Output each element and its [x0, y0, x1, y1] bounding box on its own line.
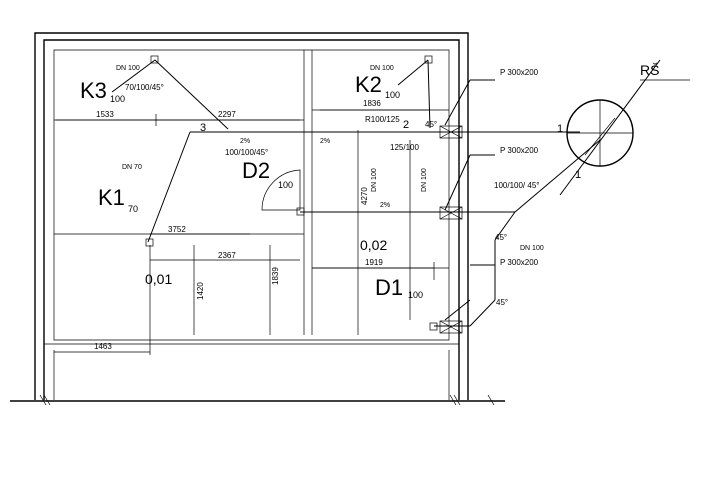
bend-k3: 70/100/45°: [125, 83, 164, 92]
k2-drain-marker: [424, 55, 433, 64]
dim-1839: 1839: [271, 267, 280, 285]
red-125-100: 125/100: [390, 143, 419, 152]
dim-2297: 2297: [218, 110, 236, 119]
dn100-v1: DN 100: [371, 168, 378, 192]
d1-drain-marker: [429, 322, 438, 331]
k1-sub: 70: [128, 204, 138, 214]
dim-1420: 1420: [196, 282, 205, 300]
rs-label: RŠ: [640, 62, 659, 78]
angle-2: 45°: [495, 233, 507, 242]
fixture-labels: K3 100 K2 100 K1 70 D2 100 D1 100 RŠ: [80, 62, 659, 300]
k3-label: K3: [80, 78, 107, 103]
d1-label: D1: [375, 275, 403, 300]
p300-1: P 300x200: [500, 68, 539, 77]
d1-sub: 100: [408, 290, 423, 300]
k2-sub: 100: [385, 90, 400, 100]
slope-3: 2%: [380, 202, 390, 209]
dn70: DN 70: [122, 164, 142, 171]
manhole-rs: [566, 79, 690, 167]
num-3: 3: [200, 122, 206, 134]
k2-label: K2: [355, 72, 382, 97]
dim-1533: 1533: [96, 110, 114, 119]
d2-drain-marker: [296, 207, 305, 216]
num-1b: 1: [575, 169, 581, 181]
slope-1: 2%: [240, 138, 250, 145]
bend-right: 100/100/ 45°: [494, 181, 539, 190]
d2-label: D2: [242, 158, 270, 183]
p300-2: P 300x200: [500, 146, 539, 155]
r100-125: R100/125: [365, 115, 400, 124]
dim-4270: 4270: [360, 187, 369, 205]
level-marks: 0,01 0,02: [145, 237, 387, 287]
level-002: 0,02: [360, 237, 387, 253]
dn100-c: DN 100: [520, 245, 544, 252]
dn100-a: DN 100: [116, 65, 140, 72]
k1-drain-marker: [145, 238, 154, 247]
num-2: 2: [403, 119, 409, 131]
dn100-v2: DN 100: [421, 168, 428, 192]
pipe-annotations: DN 100 DN 100 DN 100 DN 70 DN 100 DN 100…: [116, 65, 581, 307]
floor-drains: [145, 55, 438, 331]
d2-sub: 100: [278, 180, 293, 190]
p300-3: P 300x200: [500, 258, 539, 267]
drain-pipes: [111, 59, 661, 327]
dim-1836: 1836: [363, 99, 381, 108]
k3-sub: 100: [110, 94, 125, 104]
dn100-b: DN 100: [370, 65, 394, 72]
num-1a: 1: [557, 123, 563, 135]
dimension-texts: 1533 2297 1836 3752 2367 1919 1463 1420 …: [94, 99, 383, 351]
k3-drain-marker: [150, 55, 159, 64]
angle-1: 45°: [425, 120, 437, 129]
dimension-lines: [54, 109, 435, 355]
wall-sleeves: [439, 125, 463, 334]
level-001: 0,01: [145, 271, 172, 287]
angle-3: 45°: [496, 298, 508, 307]
dim-1919: 1919: [365, 258, 383, 267]
bend-mid: 100/100/45°: [225, 148, 268, 157]
dim-3752: 3752: [168, 225, 186, 234]
slope-2: 2%: [320, 138, 330, 145]
k1-label: K1: [98, 185, 125, 210]
d2-door-swing: [261, 169, 301, 211]
dim-2367: 2367: [218, 251, 236, 260]
building-walls: [10, 32, 505, 406]
dim-1463: 1463: [94, 342, 112, 351]
